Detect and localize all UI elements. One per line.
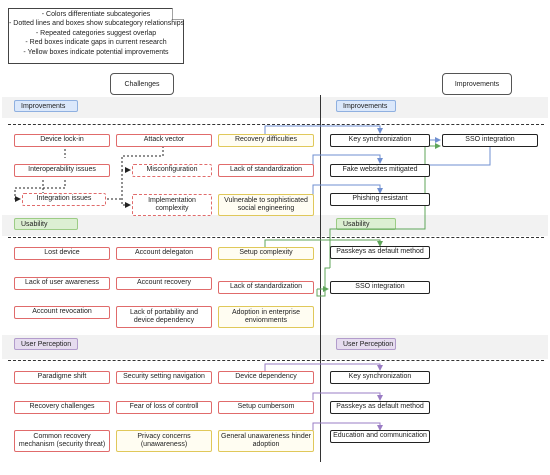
relation-line	[316, 267, 330, 297]
band-perception	[2, 335, 548, 359]
node-lack-of-portability: Lack of portability and device dependenc…	[116, 306, 212, 328]
section-label-user-perception: User Perception	[14, 338, 78, 350]
node-account-recovery: Account recovery	[116, 277, 212, 290]
challenges-header: Challenges	[110, 73, 174, 95]
node-recovery-difficulties: Recovery difficulties	[218, 134, 314, 147]
node-setup-cumbersome: Setup cumbersom	[218, 401, 314, 414]
node-privacy-concerns: Privacy concerns (unawareness)	[116, 430, 212, 452]
node-passkeys-default-perception: Passkeys as default method	[330, 401, 430, 414]
section-divider	[8, 237, 544, 238]
legend-item: - Red boxes indicate gaps in current res…	[25, 39, 167, 47]
legend-fold-corner	[172, 8, 184, 20]
legend-item: - Repeated categories suggest overlap	[35, 29, 157, 37]
node-recovery-challenges: Recovery challenges	[14, 401, 110, 414]
node-general-unawareness: General unawareness hinder adoption	[218, 430, 314, 452]
relation-line	[264, 363, 383, 371]
node-lack-of-user-awareness: Lack of user awareness	[14, 277, 110, 290]
node-lost-device: Lost device	[14, 247, 110, 260]
node-implementation-complexity: Implementation complexity	[132, 194, 212, 216]
node-sso-integration: SSO integration	[442, 134, 538, 147]
legend-item: - Colors differentiate subcategories	[41, 11, 151, 18]
section-divider	[8, 360, 544, 361]
node-key-synchronization-perception: Key synchronization	[330, 371, 430, 384]
node-passkeys-default: Passkeys as default method	[330, 246, 430, 259]
legend-item: - Yellow boxes indicate potential improv…	[23, 48, 169, 56]
node-misconfiguration: Misconfiguration	[132, 164, 212, 177]
node-interoperability-issues: Interoperability issues	[14, 164, 110, 177]
node-adoption-enterprise: Adoption in enterprise enviornments	[218, 306, 314, 328]
relation-line	[264, 125, 383, 134]
node-account-delegation: Account delegaton	[116, 247, 212, 260]
legend-item: - Dotted lines and boxes show subcategor…	[9, 20, 185, 28]
node-fear-of-loss: Fear of loss of controll	[116, 401, 212, 414]
node-lack-of-standardization-usability: Lack of standardization	[218, 281, 314, 294]
column-divider	[320, 95, 321, 462]
section-divider	[8, 124, 544, 125]
band-improvements	[2, 97, 548, 118]
node-common-recovery-mechanism: Common recovery mechanism (security thre…	[14, 430, 110, 452]
node-attack-vector: Attack vector	[116, 134, 212, 147]
node-social-engineering: Vulnerable to sophisticated social engin…	[218, 194, 314, 216]
node-phishing-resistant: Phishing resistant	[330, 193, 430, 206]
improvements-header: Improvements	[442, 73, 512, 95]
relation-line	[121, 170, 131, 208]
node-device-lock-in: Device lock-in	[14, 134, 110, 147]
node-security-setting-navigation: Security setting navigation	[116, 371, 212, 384]
node-sso-integration-usability: SSO integration	[330, 281, 430, 294]
section-label-improvements-right: Improvements	[336, 100, 396, 112]
section-label-usability: Usability	[14, 218, 78, 230]
node-education-communication: Education and communication	[330, 430, 430, 443]
band-usability	[2, 215, 548, 236]
node-paradigm-shift: Paradigme shift	[14, 371, 110, 384]
node-setup-complexity: Setup complexity	[218, 247, 314, 260]
node-integration-issues: Integration issues	[22, 193, 106, 206]
node-key-synchronization: Key synchronization	[330, 134, 430, 147]
legend: - Colors differentiate subcategories - D…	[8, 8, 184, 64]
node-lack-of-standardization: Lack of standardization	[218, 164, 314, 177]
node-device-dependency: Device dependency	[218, 371, 314, 384]
relation-line	[430, 147, 491, 166]
section-label-improvements: Improvements	[14, 100, 78, 112]
node-fake-websites-mitigated: Fake websites mitigated	[330, 164, 430, 177]
relation-line	[312, 392, 383, 401]
section-label-user-perception-right: User Perception	[336, 338, 396, 350]
section-label-usability-right: Usability	[336, 218, 396, 230]
node-account-revocation: Account revocation	[14, 306, 110, 319]
